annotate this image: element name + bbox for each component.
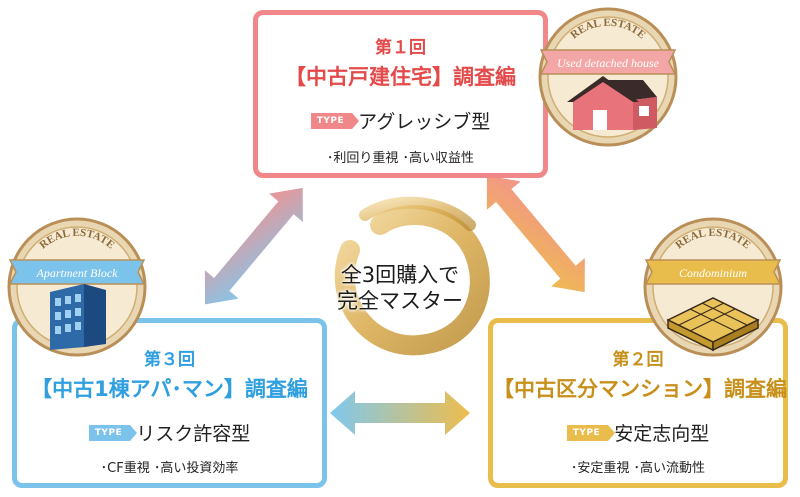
card-title: 【中古区分マンション】調査編 [493,377,787,401]
type-name: リスク許容型 [136,423,251,445]
badge-ribbon-text: Condominium [679,266,747,280]
round-label: 第２回 [612,350,664,370]
badge-ribbon-text: Used detached house [557,56,660,70]
apartment-badge-icon: REAL ESTATE Apartment Block [7,217,147,357]
type-badge: TYPE [566,424,616,441]
badge-ribbon-text: Apartment Block [36,266,119,280]
center-line-1: 全3回購入で [340,263,460,287]
type-name: アグレッシブ型 [358,111,491,133]
type-name: 安定志向型 [614,423,710,445]
card-title: 【中古戸建住宅】調査編 [285,65,516,89]
card-used-detached-house: 第１回 【中古戸建住宅】調査編 TYPE アグレッシブ型 ･利回り重視 ･高い収… [253,10,548,178]
card-points: ･安定重視 ･高い流動性 [570,461,706,476]
round-label: 第１回 [375,38,426,58]
center-line-2: 完全マスター [337,289,463,313]
house-badge-icon: REAL ESTATE Used detached house [538,7,678,147]
type-badge: TYPE [310,112,360,129]
type-badge: TYPE [88,424,138,441]
card-points: ･利回り重視 ･高い収益性 [326,151,475,166]
card-points: ･CF重視 ･高い投資効率 [100,461,239,476]
card-title: 【中古1棟アパ･マン】調査編 [31,377,308,401]
condominium-badge-icon: REAL ESTATE Condominium [643,217,783,357]
center-caption: 全3回購入で 完全マスター [315,262,485,314]
round-label: 第３回 [144,350,195,370]
